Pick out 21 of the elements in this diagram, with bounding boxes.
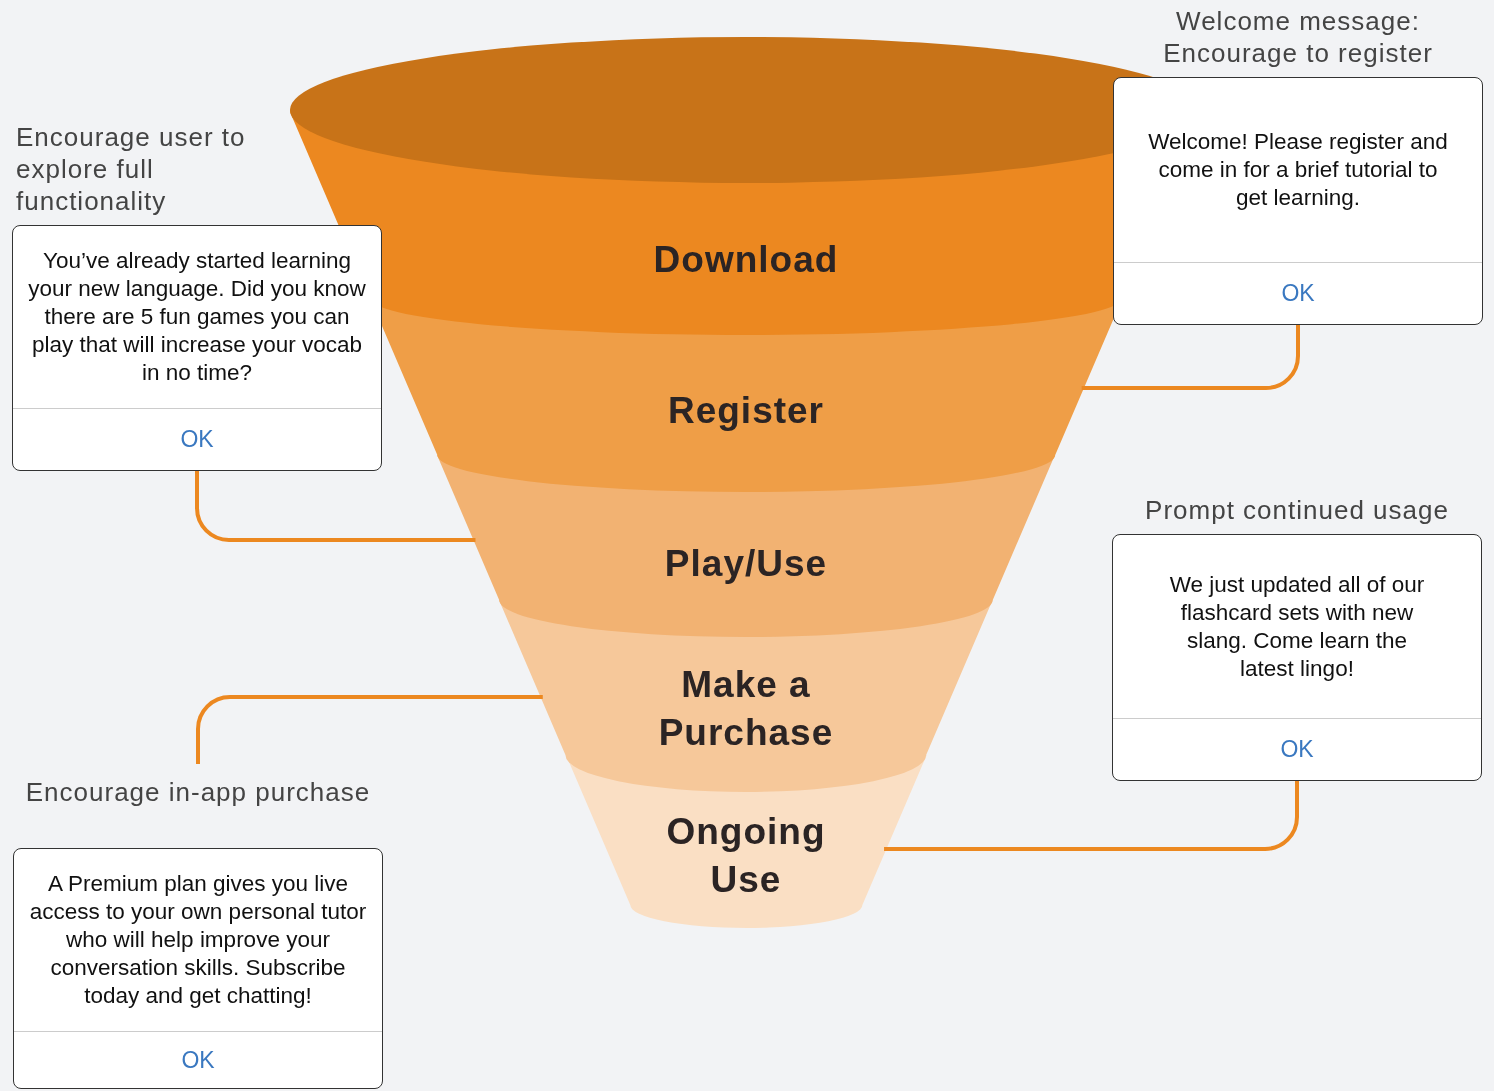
dialog-heading: Prompt continued usage <box>1144 494 1450 526</box>
connector-line <box>195 471 476 542</box>
dialog-heading: Encourage user to explore full functionality <box>15 121 246 217</box>
dialog-heading: Welcome message: Encourage to register <box>1162 5 1434 69</box>
dialog-message: We just updated all of our flashcard sets with new slang. Come learn the latest lingo! <box>1168 570 1426 683</box>
stage-label: Ongoing Use <box>665 810 827 902</box>
dialog-message: You’ve already started learning your new language. Did you know there are 5 fun games you can play that will increase your vocab in no time? <box>27 247 367 387</box>
ok-button: OK <box>180 426 214 453</box>
ok-button: OK <box>1281 280 1315 307</box>
stage-label: Download <box>653 238 839 282</box>
stage-label: Play/Use <box>664 542 828 586</box>
dialog-message: Welcome! Please register and come in for a brief tutorial to get learning. <box>1147 128 1449 212</box>
ok-button: OK <box>181 1046 215 1074</box>
dialog-heading: Encourage in-app purchase <box>24 776 372 809</box>
connector-line <box>884 781 1299 851</box>
stage-label: Make a Purchase <box>657 663 835 755</box>
connector-line <box>1081 325 1300 390</box>
ok-button: OK <box>1280 736 1314 763</box>
connector-line <box>196 695 543 764</box>
dialog-message: A Premium plan gives you live access to your own personal tutor who will help improve your conversation skills. Subscribe today and get chatting! <box>28 870 368 1010</box>
stage-label: Register <box>667 389 824 433</box>
